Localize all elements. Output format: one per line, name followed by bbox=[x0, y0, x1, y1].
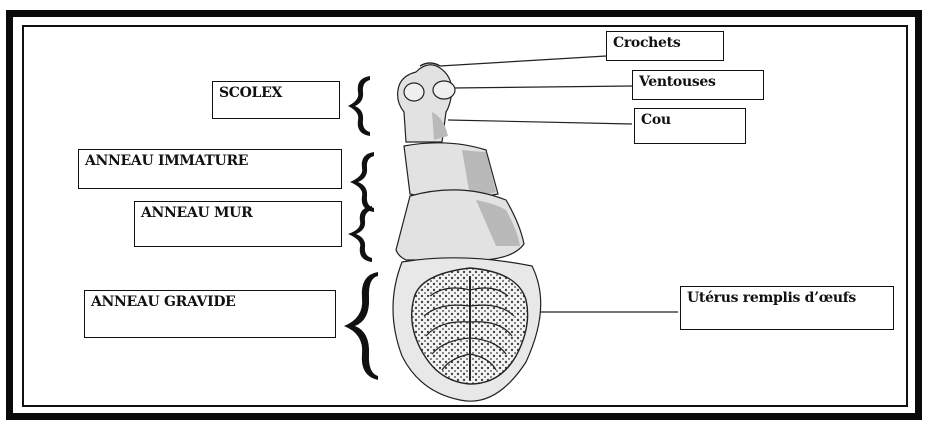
brace-icon-scolex bbox=[348, 76, 370, 136]
brace-icon-immature bbox=[350, 152, 374, 212]
leader-line-cou bbox=[448, 120, 632, 124]
label-uterus: Utérus remplis d’œufs bbox=[680, 286, 894, 330]
label-anneau-mur: ANNEAU MUR bbox=[134, 201, 342, 247]
brace-icon-mur bbox=[348, 206, 372, 262]
label-crochets: Crochets bbox=[606, 31, 724, 61]
leader-line-crochets bbox=[440, 56, 606, 66]
label-anneau-gravide: ANNEAU GRAVIDE bbox=[84, 290, 336, 338]
label-ventouses: Ventouses bbox=[632, 70, 764, 100]
tapeworm-body bbox=[393, 63, 541, 401]
sucker-right bbox=[433, 81, 455, 99]
label-anneau-immature: ANNEAU IMMATURE bbox=[78, 149, 342, 189]
label-cou: Cou bbox=[634, 108, 746, 144]
braces bbox=[344, 76, 378, 380]
label-scolex: SCOLEX bbox=[212, 81, 340, 119]
leader-line-ventouses bbox=[452, 86, 632, 88]
brace-icon-gravide bbox=[344, 272, 378, 380]
sucker-left bbox=[404, 83, 424, 101]
